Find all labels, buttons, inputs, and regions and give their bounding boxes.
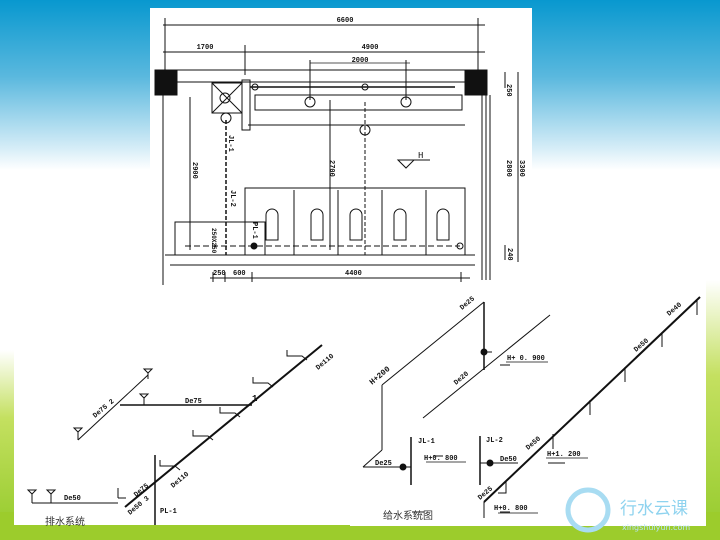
dim-right: 4900 bbox=[362, 44, 379, 52]
label-h1200: H+1. 200 bbox=[547, 451, 581, 459]
dim-b1: 250 bbox=[213, 270, 226, 278]
label-de25-jl1: De25 bbox=[375, 460, 392, 468]
label-jl2: JL-2 bbox=[486, 437, 503, 445]
label-de50-left: De50 bbox=[64, 495, 81, 503]
dim-height-left: 2900 bbox=[190, 162, 198, 179]
dim-total: 6600 bbox=[337, 17, 354, 25]
label-node-1: 1 bbox=[252, 394, 258, 404]
drainage-title: 排水系统 bbox=[45, 515, 85, 528]
label-floor-drain: 250X250 bbox=[210, 228, 217, 254]
floor-plan-drawing bbox=[150, 8, 532, 298]
drainage-labels: De75 2 De75 1 De110 De110 De75 De50 3 De… bbox=[45, 353, 336, 528]
dim-height-total: 3300 bbox=[517, 160, 525, 177]
drainage-system-drawing bbox=[14, 344, 360, 525]
dim-left: 1700 bbox=[197, 44, 214, 52]
label-jl2: JL-2 bbox=[228, 190, 236, 207]
dim-b2: 600 bbox=[233, 270, 246, 278]
label-h0800-a: H+0. 800 bbox=[424, 455, 458, 463]
background-strip-right bbox=[706, 280, 720, 520]
supply-title: 给水系统图 bbox=[383, 509, 433, 522]
label-h0900: H+ 0. 900 bbox=[507, 355, 545, 363]
watermark-name: 行水云课 bbox=[620, 499, 688, 519]
watermark-url: xingshuiyun.com bbox=[622, 523, 690, 532]
label-jl1: JL-1 bbox=[226, 135, 234, 152]
dim-bottom-offset: 240 bbox=[505, 248, 513, 261]
label-level: H bbox=[418, 151, 423, 161]
label-pl1-drain: PL-1 bbox=[160, 508, 177, 516]
supply-system-drawing bbox=[350, 290, 706, 526]
dim-height-mid: 2700 bbox=[327, 160, 335, 177]
urinal-row bbox=[265, 190, 450, 255]
dim-spacing: 2000 bbox=[352, 57, 369, 65]
dim-b3: 4400 bbox=[345, 270, 362, 278]
watermark-logo: 行水云课 xingshuiyun.com bbox=[565, 487, 690, 533]
label-h0800-b: H+0. 800 bbox=[494, 505, 528, 513]
dim-height-right: 2800 bbox=[504, 160, 512, 177]
background-strip-left bbox=[0, 350, 14, 520]
label-de75-horiz: De75 bbox=[185, 398, 202, 406]
wave-logo-icon bbox=[565, 487, 611, 533]
label-de50-jl2: De50 bbox=[500, 456, 517, 464]
label-jl1-supply: JL-1 bbox=[418, 438, 435, 446]
floor-plan-labels: 6600 1700 4900 2000 2900 2700 2800 3300 … bbox=[190, 17, 525, 278]
label-pl1: PL-1 bbox=[250, 222, 258, 239]
dim-top-offset: 250 bbox=[504, 84, 512, 97]
